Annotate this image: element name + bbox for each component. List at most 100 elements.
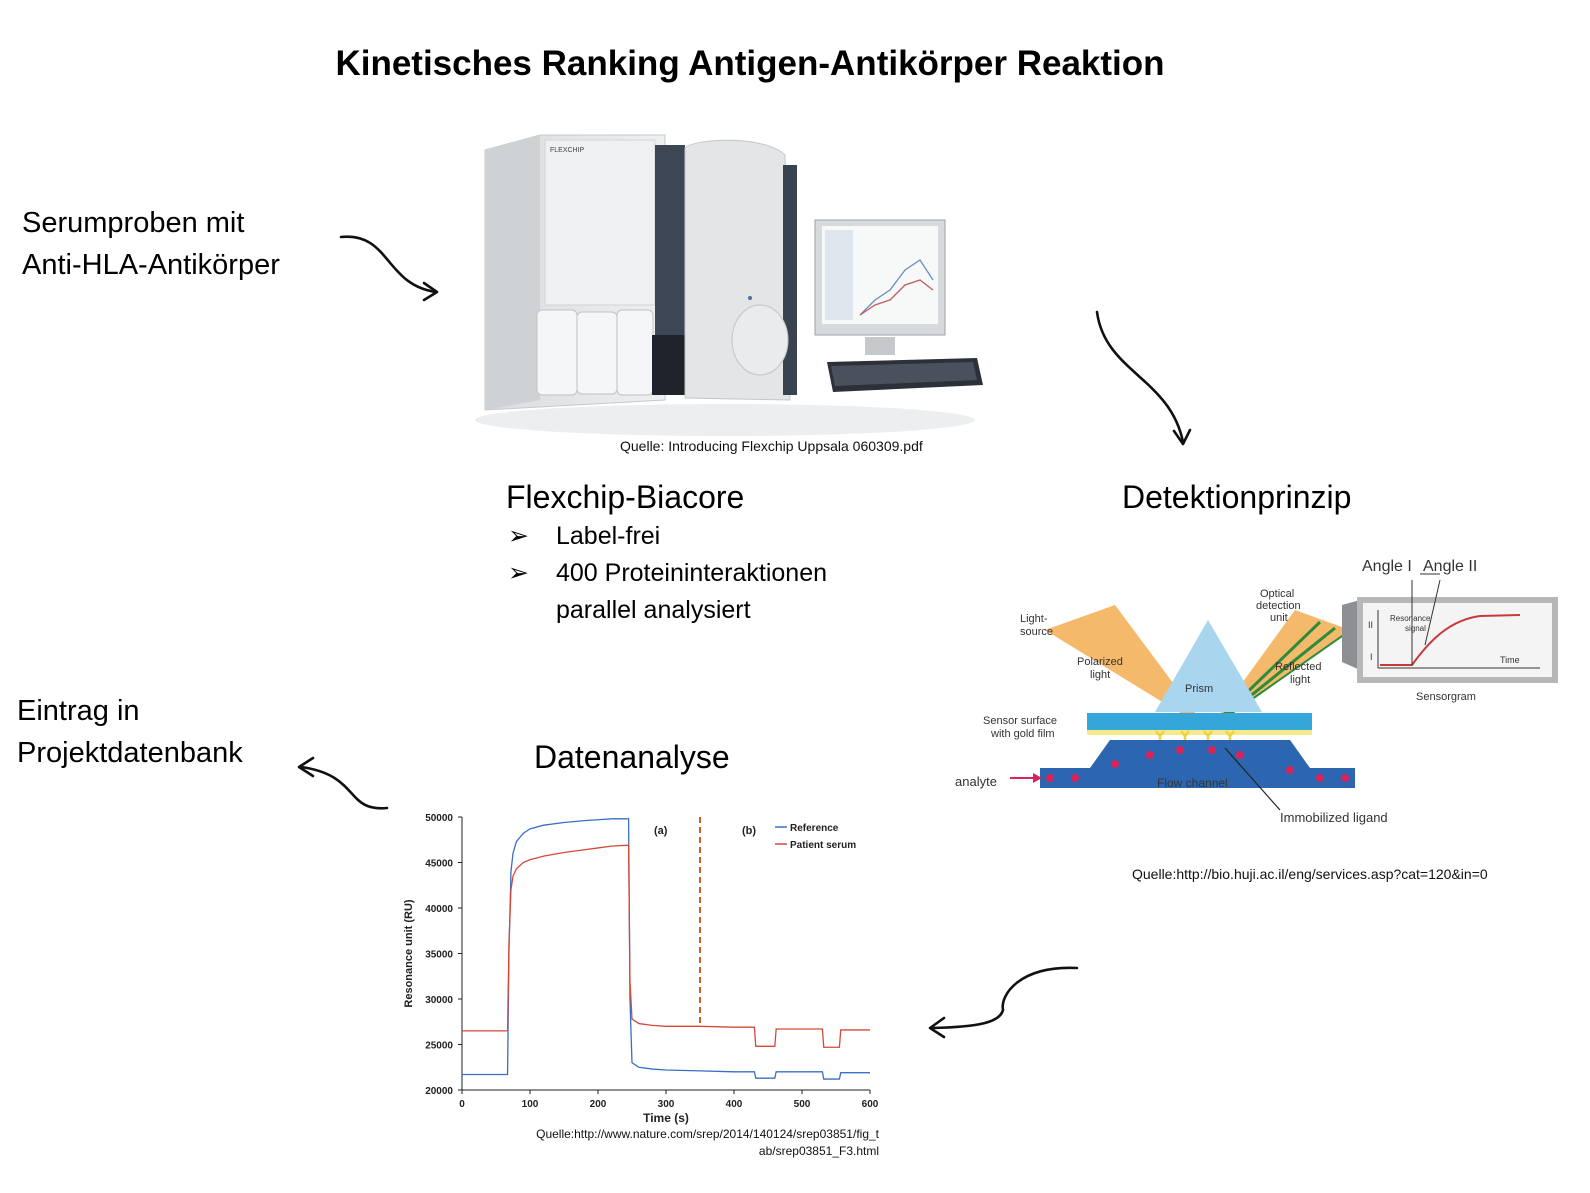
detector-connector [1342, 600, 1360, 670]
y-axis-label: Resonance unit (RU) [403, 899, 415, 1008]
bullet-text: 400 Proteininteraktionen [556, 559, 828, 587]
x-axis-label: Time (s) [643, 1111, 689, 1125]
output-label: Eintrag in Projektdatenbank [17, 690, 243, 774]
output-label-line: Eintrag in [17, 695, 140, 727]
monitor-stand [865, 337, 895, 355]
dark-slot [652, 335, 690, 395]
label-reflected: Reflected [1275, 661, 1321, 673]
bullet-item: ➢ 400 Proteininteraktionen parallel anal… [508, 555, 827, 629]
bullet-marker: ➢ [508, 559, 529, 587]
arrow-head [422, 281, 439, 302]
x-tick-label: 200 [590, 1099, 607, 1110]
label-optical: Optical [1260, 588, 1294, 600]
label-sensor: with gold film [990, 728, 1055, 740]
bullet-marker: ➢ [508, 522, 529, 550]
device-brand: FLEXCHIP [550, 147, 585, 154]
label-optical: detection [1256, 600, 1301, 612]
y-tick-label: 45000 [425, 859, 453, 870]
reagent-bottle [576, 311, 618, 395]
series-line [462, 844, 870, 1048]
immobilized-ligands [1155, 730, 1235, 740]
y-tick-label: 50000 [425, 813, 453, 824]
gold-film [1087, 730, 1312, 735]
output-label-line: Projektdatenbank [17, 737, 243, 769]
keyboard-keys [831, 362, 977, 386]
x-tick-label: 500 [794, 1099, 811, 1110]
label-time: Time [1500, 655, 1520, 665]
angle-pointer [1424, 579, 1441, 646]
arrow-input-to-device [339, 235, 438, 294]
sensorgram-box [1357, 597, 1558, 683]
left-side-panel [485, 135, 540, 410]
arrow-analysis-to-db [299, 765, 389, 810]
annotation-a: (a) [654, 825, 668, 837]
y-tick-label: 25000 [425, 1041, 453, 1052]
label-sensorgram: Sensorgram [1416, 691, 1476, 703]
bullet-text: Label-frei [556, 522, 661, 550]
label-reflected: light [1290, 674, 1310, 686]
detection-source: Quelle:http://bio.huji.ac.il/eng/service… [1132, 866, 1488, 882]
sensorgram-curve [1380, 614, 1521, 666]
analysis-source: Quelle:http://www.nature.com/srep/2014/1… [459, 1126, 879, 1160]
screen-panel [825, 230, 853, 320]
legend-label: Patient serum [790, 840, 856, 851]
input-label: Serumproben mit Anti-HLA-Antikörper [22, 202, 280, 286]
ligand-pointer [1224, 747, 1281, 811]
bullet-item: ➢ Label-frei [508, 518, 827, 555]
arrow-device-to-detection [1095, 310, 1185, 444]
right-dark-strip [783, 165, 797, 395]
label-polarized: light [1090, 669, 1110, 681]
flexchip-device-image: FLEXCHIP [475, 134, 983, 436]
detection-heading: Detektionprinzip [1122, 479, 1352, 515]
input-label-line: Anti-HLA-Antikörper [22, 249, 280, 281]
y-tick-label: 40000 [425, 904, 453, 915]
upper-door [544, 139, 656, 306]
page-title: Kinetisches Ranking Antigen-Antikörper R… [335, 44, 1165, 83]
y-tick-label: 20000 [425, 1086, 453, 1097]
arrow-head [1172, 428, 1192, 446]
label-ii: II [1368, 620, 1373, 630]
legend-label: Reference [790, 823, 839, 834]
screen-curve [859, 259, 934, 316]
arrow-head [297, 756, 315, 778]
analysis-heading: Datenanalyse [534, 739, 730, 775]
reagent-bottle [616, 309, 654, 396]
analysis-source-line: Quelle:http://www.nature.com/srep/2014/1… [536, 1127, 879, 1141]
flexchip-bullets: ➢ Label-frei ➢ 400 Proteininteraktionen … [508, 518, 827, 629]
arrow-head [928, 1016, 946, 1039]
x-tick-label: 100 [522, 1099, 539, 1110]
x-tick-label: 0 [459, 1099, 465, 1110]
x-tick-label: 400 [726, 1099, 743, 1110]
analyte-particles [1046, 746, 1349, 782]
status-led [748, 296, 752, 300]
label-resonance: Resonance [1390, 614, 1431, 623]
label-optical: unit [1270, 612, 1288, 624]
label-ligand: Immobilized ligand [1280, 810, 1388, 825]
x-tick-label: 600 [862, 1099, 879, 1110]
bullet-text: parallel analysiert [556, 596, 751, 624]
label-analyte: analyte [955, 774, 997, 789]
resonance-chart: 20000 25000 30000 35000 40000 45000 50000 0 100 2… [403, 813, 879, 1125]
annotation-b: (b) [742, 825, 756, 837]
y-tick-label: 35000 [425, 950, 453, 961]
label-light-source: source [1020, 626, 1053, 638]
flexchip-heading: Flexchip-Biacore [506, 479, 745, 515]
label-polarized: Polarized [1077, 656, 1123, 668]
flexchip-source: Quelle: Introducing Flexchip Uppsala 060… [620, 438, 923, 454]
label-angle-1: Angle I [1362, 558, 1412, 575]
screen-curve [859, 279, 934, 316]
arrow-detection-to-analysis [930, 966, 1079, 1030]
floor-shadow [475, 404, 975, 436]
label-flow-channel: Flow channel [1157, 776, 1228, 790]
label-light-source: Light- [1020, 613, 1048, 625]
y-tick-label: 30000 [425, 995, 453, 1006]
input-label-line: Serumproben mit [22, 207, 245, 239]
prism [1155, 620, 1262, 712]
sensor-surface [1087, 713, 1312, 730]
series-line [462, 818, 870, 1080]
detection-diagram: Light- source Polarized light Prism Opti… [955, 558, 1558, 825]
reagent-bottle [536, 309, 578, 396]
analysis-source-line: ab/srep03851_F3.html [758, 1144, 879, 1158]
flow-channel [1040, 740, 1355, 788]
